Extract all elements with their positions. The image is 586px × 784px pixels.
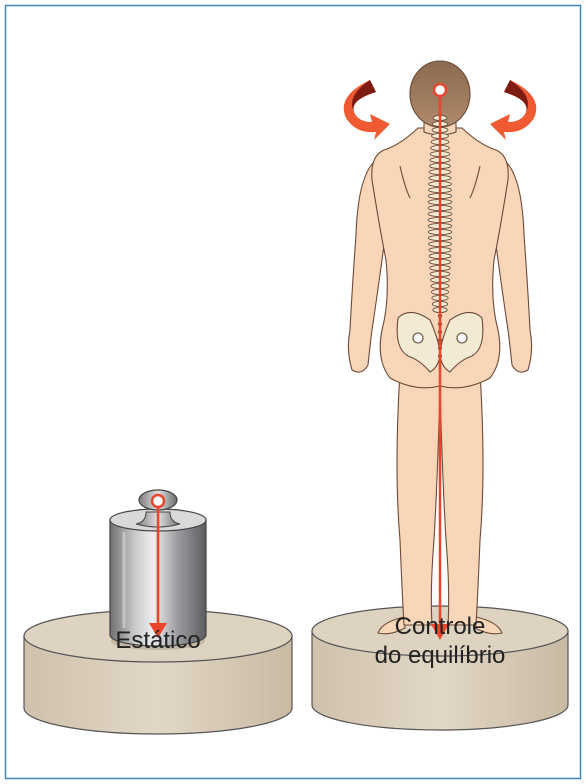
balance-label-line1: Controle	[312, 612, 568, 641]
balance-control-label: Controle do equilíbrio	[312, 612, 568, 670]
balance-label-line2: do equilíbrio	[312, 641, 568, 670]
static-label: Estático	[24, 626, 292, 655]
